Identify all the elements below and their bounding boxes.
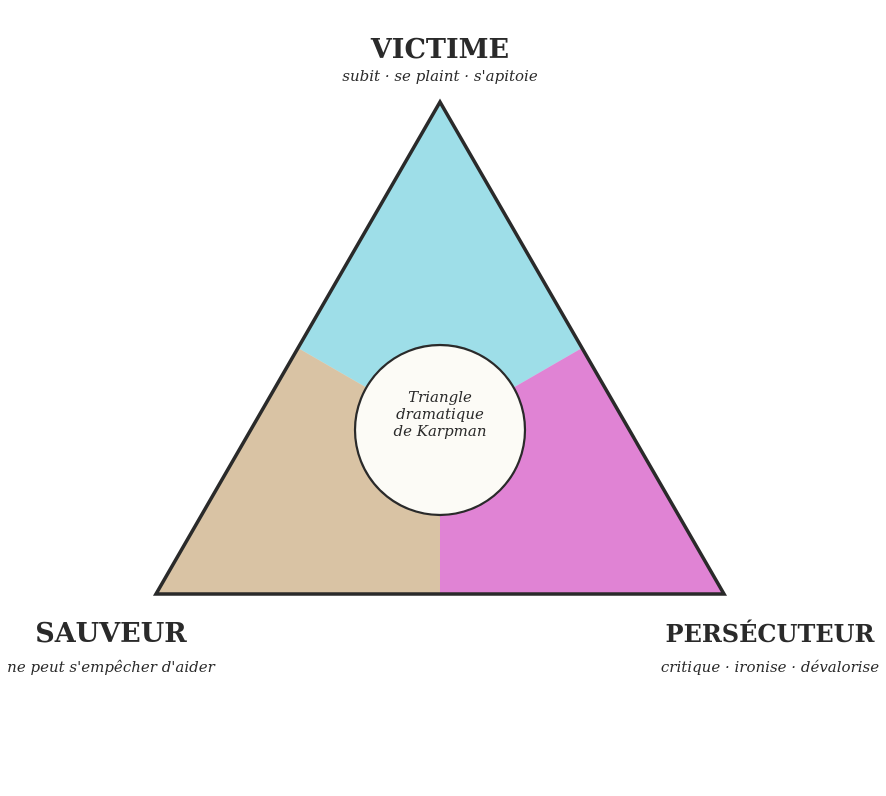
persecuteur-title: PERSÉCUTEUR [666,619,876,648]
victime-subtitle: subit · se plaint · s'apitoie [342,67,538,85]
victime-title: VICTIME [370,34,509,65]
center-circle [353,343,527,517]
region-victime [298,102,582,430]
sauveur-title: SAUVEUR [35,618,187,649]
center-label-line3: de Karpman [394,422,487,440]
sauveur-subtitle: ne peut s'empêcher d'aider [7,658,215,676]
center-label-line2: dramatique [396,405,484,423]
center-label-line1: Triangle [408,388,472,406]
triangle-outline [152,98,728,596]
persecuteur-subtitle: critique · ironise · dévalorise [661,658,879,676]
